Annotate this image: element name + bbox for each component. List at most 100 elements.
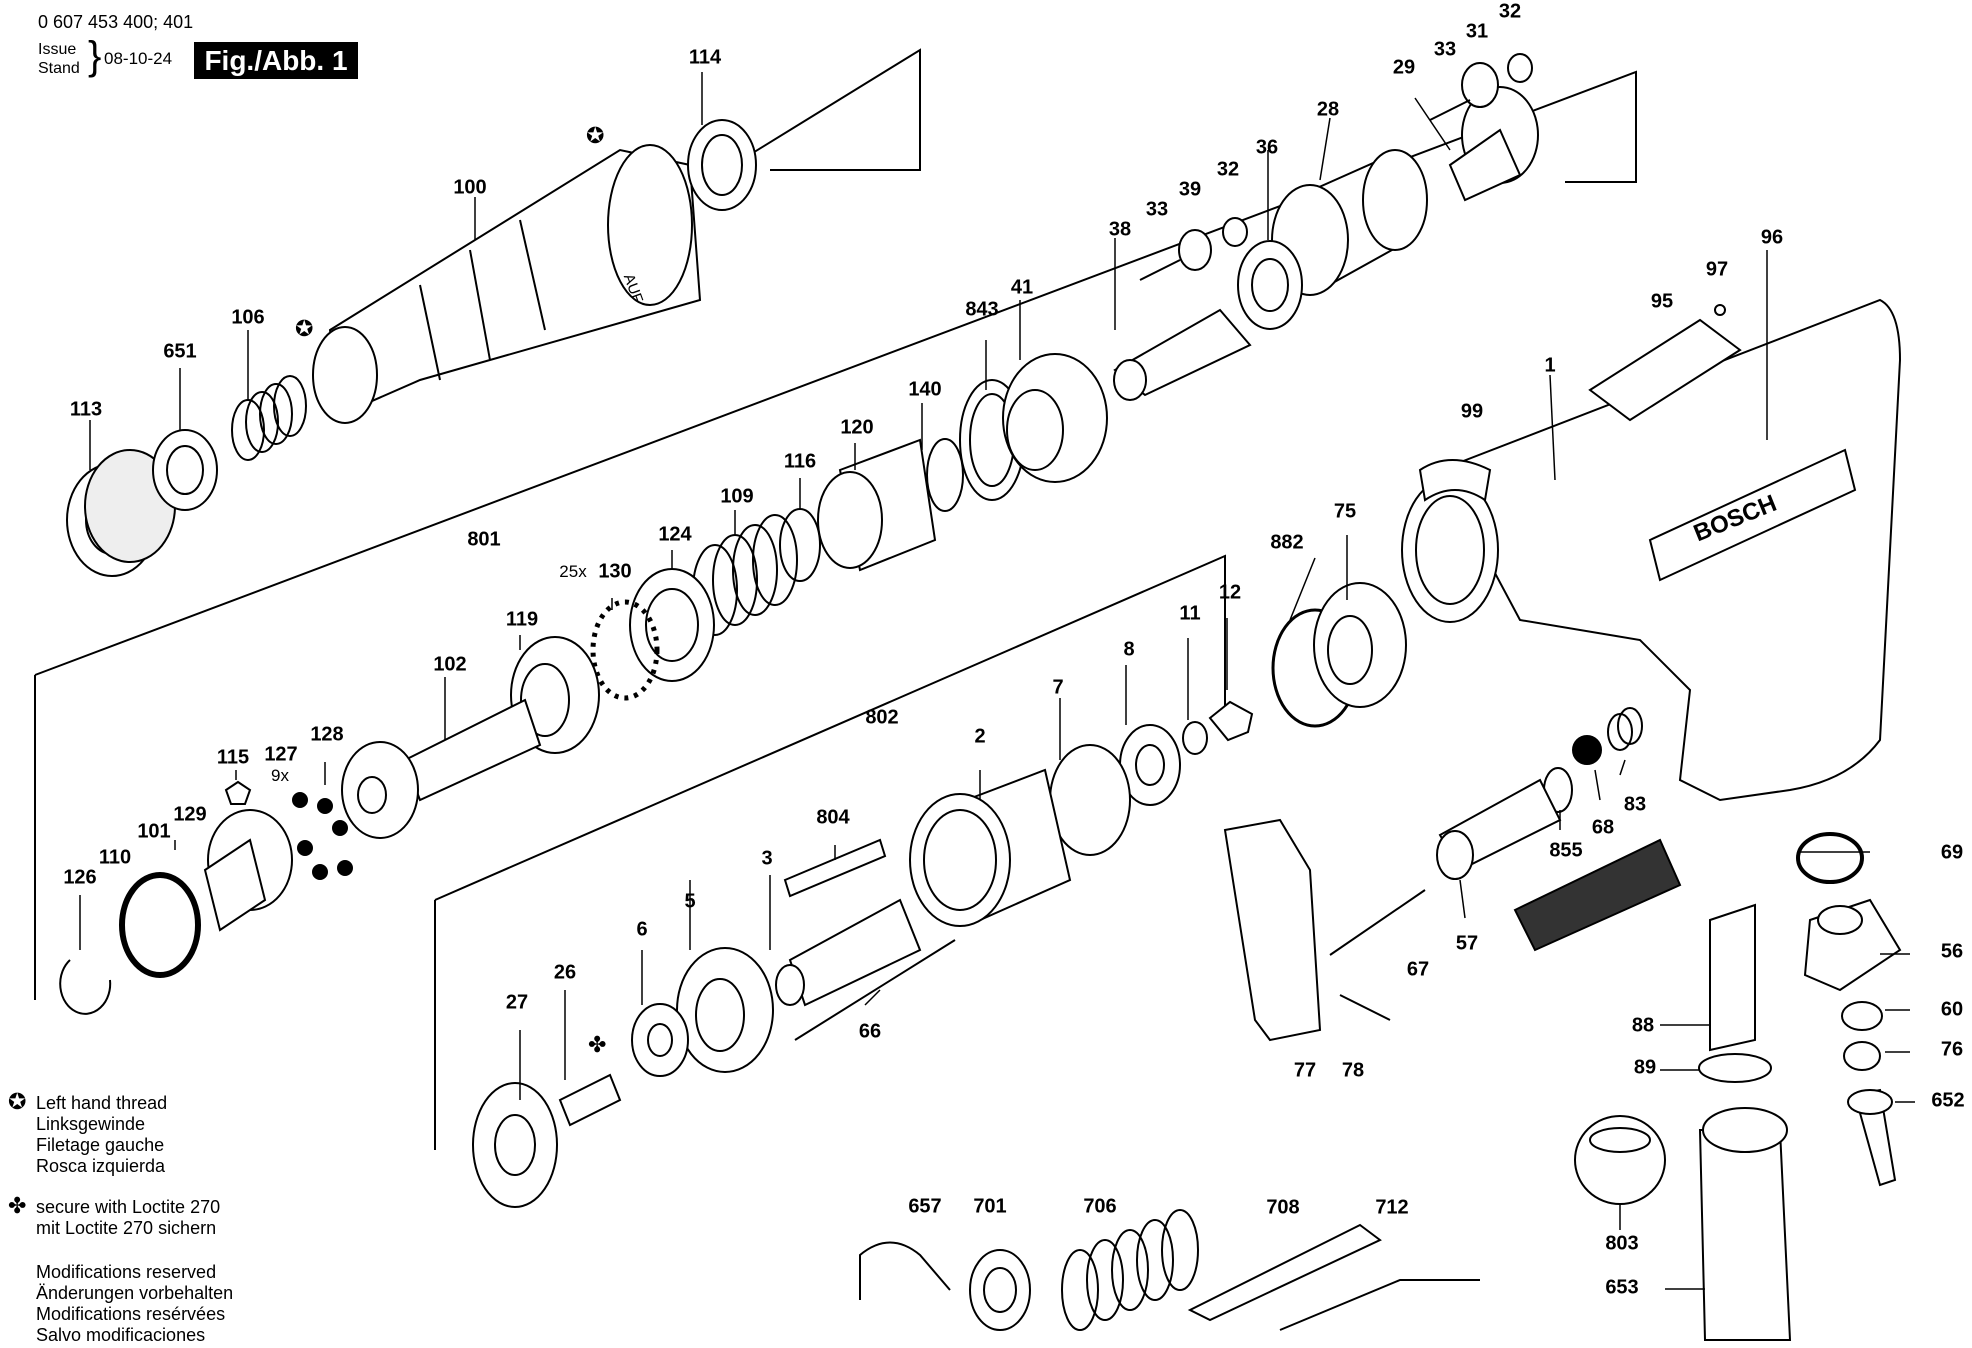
callout-97: 97 (1705, 258, 1729, 281)
part-12-screw (1208, 700, 1254, 742)
part-113-knurled-nut (66, 449, 176, 577)
part-33-pin (1139, 259, 1181, 281)
callout-89: 89 (1633, 1056, 1657, 1079)
leader-lines (79, 72, 1915, 1290)
part-5-end-plate (676, 947, 774, 1073)
legend-line: Rosca izquierda (36, 1156, 166, 1176)
callout-75: 75 (1333, 500, 1357, 523)
callout-12: 12 (1218, 581, 1242, 604)
callout-3: 3 (761, 847, 773, 870)
callout-36: 36 (1255, 136, 1279, 159)
part-657-clip (859, 1241, 951, 1300)
callout-56: 56 (1940, 940, 1964, 963)
part-114-ring (687, 119, 757, 211)
part-36-bearing (1237, 240, 1303, 330)
part-68-ball (1572, 735, 1602, 765)
callout-106: 106 (231, 306, 265, 329)
callout-31: 31 (1465, 20, 1489, 43)
part-67-pin (1329, 889, 1426, 956)
part-57-valve-stem (1436, 778, 1562, 880)
callout-130: 130 (598, 560, 632, 583)
part-88-block (1709, 903, 1756, 1052)
part-6-bearing (631, 1003, 689, 1077)
callout-6: 6 (636, 918, 648, 941)
callout-67: 67 (1406, 958, 1430, 981)
callout-60: 60 (1940, 998, 1964, 1021)
part-3-rotor (775, 898, 922, 1007)
callout-657: 657 (908, 1195, 942, 1218)
legend-line: Left hand thread (36, 1093, 168, 1113)
callout-120: 120 (840, 416, 874, 439)
legend-line: secure with Loctite 270 (36, 1197, 221, 1217)
callout-101: 101 (137, 820, 171, 843)
star-in-circle-icon: ✪ (8, 1089, 27, 1114)
issue-label: Issue (38, 41, 77, 58)
callout-119: 119 (505, 608, 539, 631)
part-95-nameplate (1588, 318, 1742, 422)
callout-99: 99 (1460, 400, 1484, 423)
callout-652: 652 (1931, 1089, 1965, 1112)
figure-tag: Fig./Abb. 1 (194, 42, 358, 79)
callout-83: 83 (1623, 793, 1647, 816)
callout-129: 129 (173, 803, 207, 826)
callout-96: 96 (1760, 226, 1784, 249)
callout-26: 26 (553, 961, 577, 984)
callout-855: 855 (1549, 839, 1583, 862)
callout-2: 2 (974, 725, 986, 748)
legend-left-thread: ✪ Left hand thread Linksgewinde Filetage… (8, 1089, 168, 1177)
callout-11: 11 (1179, 602, 1201, 625)
callout-38: 38 (1108, 218, 1132, 241)
part-110-circlip (119, 872, 201, 978)
legend-line: Änderungen vorbehalten (36, 1283, 234, 1303)
part-38-spindle (1113, 308, 1252, 401)
four-leaf-icon: ✤ (588, 1032, 607, 1057)
part-7-end-plate (1049, 744, 1131, 856)
callout-843: 843 (965, 298, 999, 321)
part-26-pinion (558, 1073, 622, 1127)
frame-middle (34, 70, 1637, 1000)
legend-loctite: ✤ secure with Loctite 270 mit Loctite 27… (8, 1195, 221, 1239)
legend-line: Modifications resérvées (36, 1304, 226, 1324)
callout-8: 8 (1123, 638, 1135, 661)
legend-line: Linksgewinde (36, 1114, 146, 1134)
callout-113: 113 (69, 398, 103, 421)
part-124-ball-ring (629, 568, 715, 682)
part-101-chuck-body (203, 809, 293, 932)
part-712-hex-key (1279, 1279, 1480, 1331)
part-39-gear (1178, 229, 1212, 271)
part-106-spring (231, 375, 307, 461)
callout-102: 102 (433, 653, 467, 676)
callout-712: 712 (1375, 1196, 1409, 1219)
callout-66: 66 (858, 1020, 882, 1043)
multiplier-25x: 25x (559, 562, 587, 581)
multiplier-9x: 9x (271, 766, 289, 785)
callout-804: 804 (816, 806, 850, 829)
callout-77: 77 (1293, 1059, 1317, 1082)
callout-802: 802 (865, 706, 899, 729)
callout-706: 706 (1083, 1195, 1117, 1218)
callout-78: 78 (1341, 1059, 1365, 1082)
part-29-planet-carrier (1448, 86, 1539, 202)
callout-33b: 33 (1145, 198, 1169, 221)
callout-701: 701 (973, 1195, 1007, 1218)
part-855-seal-cutaway (1513, 838, 1682, 952)
callout-653: 653 (1605, 1276, 1639, 1299)
part-75-cylinder-cap (1313, 582, 1407, 708)
callout-801: 801 (467, 528, 501, 551)
legend-line: Salvo modificaciones (36, 1325, 206, 1345)
callout-128: 128 (310, 723, 344, 746)
callout-29: 29 (1392, 56, 1416, 79)
part-66-pin (794, 939, 956, 1041)
part-115-screw (224, 780, 252, 805)
callout-7: 7 (1052, 676, 1064, 699)
callout-116: 116 (783, 450, 817, 473)
part-89-cap (1698, 1053, 1772, 1083)
callout-39: 39 (1178, 178, 1202, 201)
part-130-balls (590, 599, 660, 701)
part-97-screw (1714, 304, 1726, 316)
issue-date: 08-10-24 (104, 49, 173, 68)
part-56-inlet-bushing (1803, 898, 1902, 992)
callout-140: 140 (908, 378, 942, 401)
part-706-spring (1061, 1209, 1199, 1331)
